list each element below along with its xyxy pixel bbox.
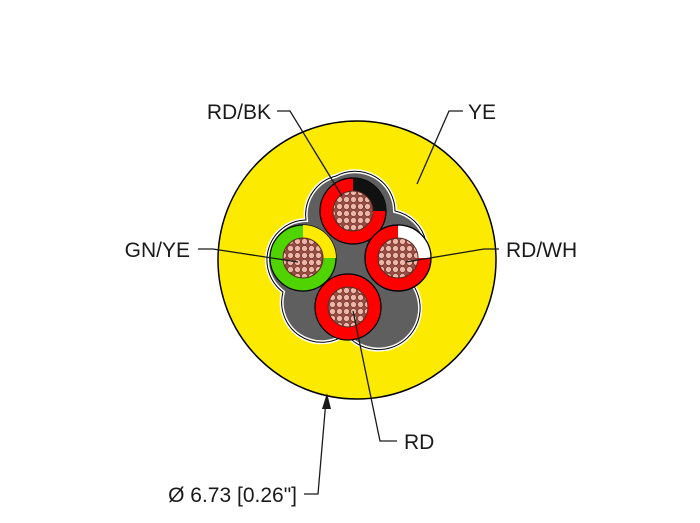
leader-gn-ye (198, 248, 299, 263)
leader-rd-bk (277, 110, 343, 197)
label-rd: RD (404, 431, 434, 454)
label-ye: YE (468, 101, 496, 124)
conductor-rd (314, 273, 382, 341)
label-diameter: Ø 6.73 [0.26"] (168, 484, 297, 507)
label-rd-wh: RD/WH (506, 239, 577, 262)
conductor-rd-bk (319, 177, 387, 245)
diameter-arrowhead (322, 393, 331, 409)
leader-diameter (304, 399, 327, 495)
label-rd-bk: RD/BK (207, 101, 271, 124)
leader-ye (416, 110, 463, 185)
leader-rd (352, 310, 397, 442)
conductor-rd-wh (364, 224, 432, 292)
conductor-gn-ye (269, 224, 337, 292)
label-gn-ye: GN/YE (125, 239, 190, 262)
leader-rd-wh (405, 248, 499, 263)
